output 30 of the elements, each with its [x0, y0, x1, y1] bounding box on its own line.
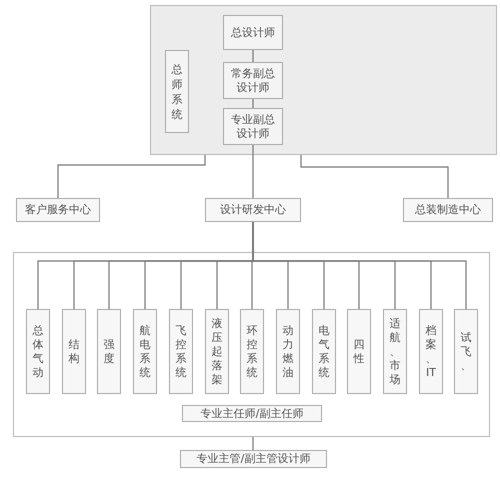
discipline-box: 四性: [347, 309, 371, 394]
discipline-box: 结构: [62, 309, 86, 394]
connector-line: [57, 155, 206, 198]
connector-line: [252, 437, 254, 450]
discipline-box: 飞控系统: [169, 309, 193, 394]
discipline-box: 档案、IT: [419, 309, 443, 394]
role-box: 专业主任师/副主任师: [182, 405, 322, 422]
discipline-box: 试飞、: [454, 309, 478, 394]
center-box: 客户服务中心: [16, 198, 100, 222]
vertical-label-box: 总师系统: [165, 50, 189, 133]
group-panel: [150, 5, 497, 155]
discipline-box: 总体气动: [26, 309, 50, 394]
role-box: 专业副总设计师: [223, 108, 283, 145]
discipline-box: 适航、市场: [383, 309, 407, 394]
discipline-box: 电气系统: [312, 309, 336, 394]
center-box: 设计研发中心: [205, 198, 301, 222]
discipline-box: 航电系统: [133, 309, 157, 394]
center-box: 总装制造中心: [403, 198, 493, 222]
connector-line: [300, 155, 449, 198]
role-box: 总设计师: [223, 15, 283, 50]
role-box: 专业主管/副主管设计师: [180, 450, 327, 468]
connector-line: [252, 50, 254, 62]
discipline-box: 环控系统: [240, 309, 264, 394]
role-box: 常务副总设计师: [223, 62, 283, 99]
discipline-box: 液压起落架: [205, 309, 229, 394]
discipline-box: 动力燃油: [276, 309, 300, 394]
discipline-box: 强度: [97, 309, 121, 394]
connector-line: [252, 145, 254, 198]
connector-line: [252, 99, 254, 108]
group-frame: [13, 252, 490, 437]
